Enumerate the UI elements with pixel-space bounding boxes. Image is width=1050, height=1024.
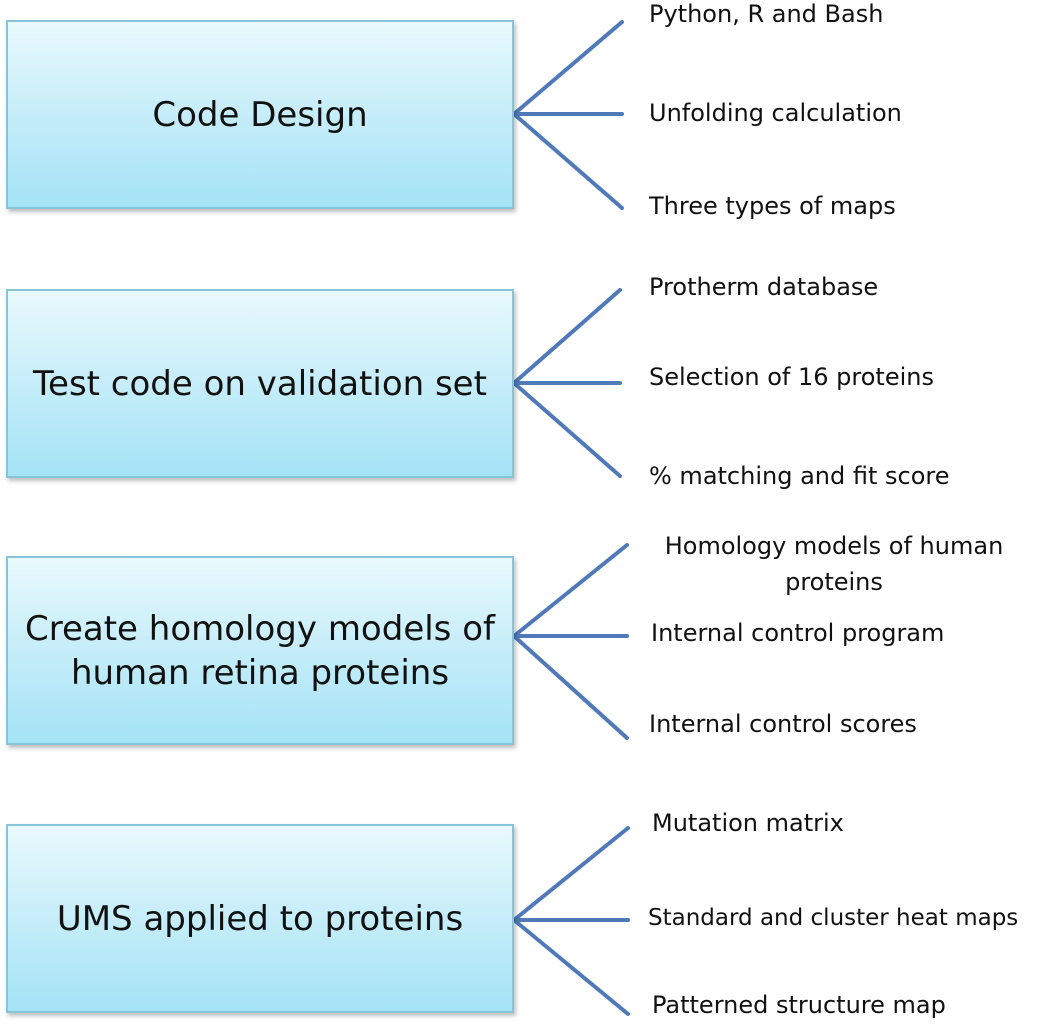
branch-item-line: proteins <box>785 568 883 596</box>
box-label-line: Create homology models of <box>25 608 495 649</box>
box-ums-applied: UMS applied to proteins <box>6 824 514 1013</box>
branch-item: Homology models of human proteins <box>652 528 1016 600</box>
box-label: Test code on validation set <box>33 362 487 406</box>
box-label-line: UMS applied to proteins <box>56 898 464 939</box>
connector-line <box>512 112 624 210</box>
connector-line <box>512 543 629 638</box>
branch-item: % matching and fit score <box>649 462 950 490</box>
connectors-homology <box>512 543 629 740</box>
branch-item: Internal control scores <box>649 710 917 738</box>
branch-item: Selection of 16 proteins <box>649 363 934 391</box>
box-create-homology: Create homology models of human retina p… <box>6 556 514 745</box>
connectors-code-design <box>512 20 624 210</box>
branch-item: Internal control program <box>651 619 945 647</box>
branch-item: Unfolding calculation <box>649 99 902 127</box>
branch-item: Patterned structure map <box>652 991 946 1019</box>
connector-line <box>512 918 630 1016</box>
connector-line <box>512 634 629 740</box>
box-code-design: Code Design <box>6 20 514 209</box>
box-label: Create homology models of human retina p… <box>25 607 495 695</box>
branch-item-line: Homology models of human <box>664 532 1004 560</box>
connector-line <box>512 826 630 922</box>
box-label-line: human retina proteins <box>70 652 450 693</box>
connectors-ums <box>512 826 630 1016</box>
branch-item: Three types of maps <box>649 192 896 220</box>
connector-line <box>512 288 622 385</box>
branch-item: Standard and cluster heat maps <box>648 905 1019 931</box>
box-label: UMS applied to proteins <box>57 897 463 941</box>
connector-line <box>512 20 624 116</box>
box-label-line: Test code on validation set <box>33 363 487 404</box>
branch-item: Python, R and Bash <box>649 0 884 28</box>
branch-item: Mutation matrix <box>652 809 844 837</box>
connectors-test-code <box>512 288 622 478</box>
branch-item: Protherm database <box>649 273 879 301</box>
box-label-line: Code Design <box>152 94 368 135</box>
box-label: Code Design <box>152 93 367 137</box>
connector-line <box>512 381 622 478</box>
box-test-code: Test code on validation set <box>6 289 514 478</box>
